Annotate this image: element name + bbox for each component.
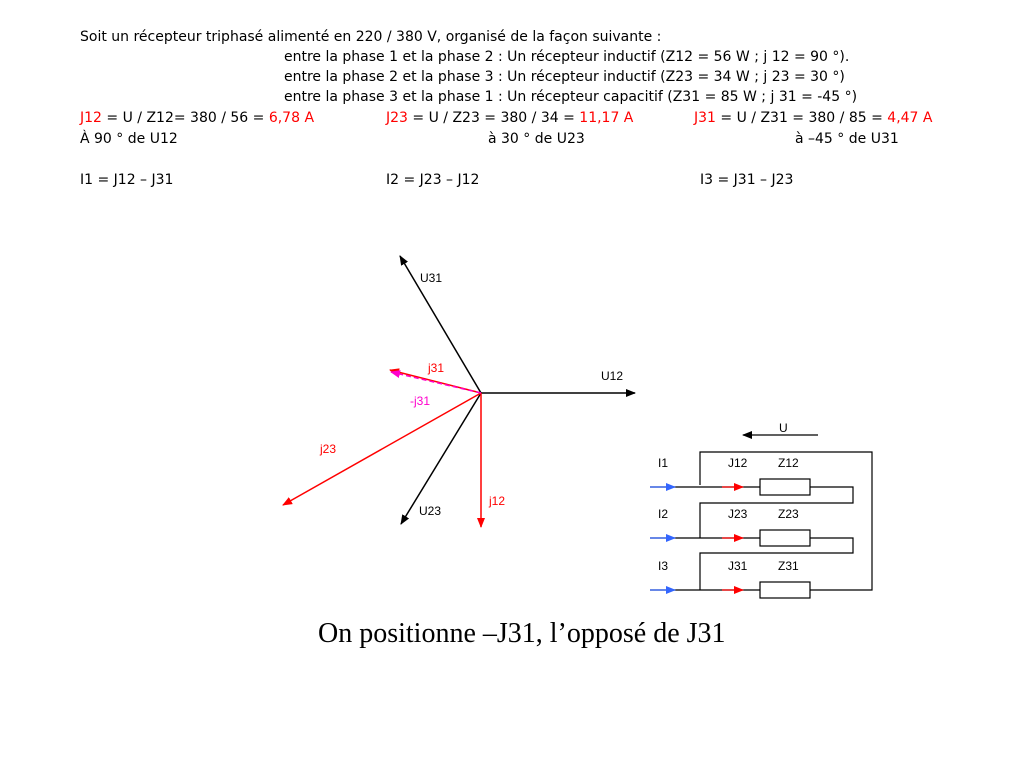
- i2-label: I2: [658, 507, 668, 521]
- j12-branch-label: J12: [728, 456, 748, 470]
- calc-j23: J23 = U / Z23 = 380 / 34 = 11,17 A: [386, 111, 633, 125]
- equation-i2: I2 = J23 – J12: [386, 172, 480, 188]
- i3-label: I3: [658, 559, 668, 573]
- equation-i1: I1 = J12 – J31: [80, 172, 174, 188]
- j31-branch-label: J31: [728, 559, 748, 573]
- neg-j31-label: -j31: [410, 394, 430, 408]
- z23-resistor: [759, 529, 811, 547]
- j31-label: j31: [427, 361, 444, 375]
- condition-line-12: entre la phase 1 et la phase 2 : Un réce…: [284, 49, 850, 65]
- circuit-diagram: [650, 431, 873, 599]
- angle-j31: à –45 ° de U31: [795, 131, 899, 147]
- calc-j23-value: 11,17 A: [579, 110, 634, 126]
- j23-vector: [282, 392, 482, 506]
- slide-caption: On positionne –J31, l’opposé de J31: [318, 618, 726, 649]
- z23-label: Z23: [778, 507, 799, 521]
- i1-label: I1: [658, 456, 668, 470]
- j12-label: j12: [488, 494, 505, 508]
- calc-j12: J12 = U / Z12= 380 / 56 = 6,78 A: [80, 111, 314, 125]
- calc-j23-expr: = U / Z23 = 380 / 34 =: [407, 110, 580, 126]
- top-wire: [650, 451, 873, 591]
- angle-j23: à 30 ° de U23: [488, 131, 585, 147]
- u31-vector: [399, 255, 482, 394]
- condition-line-23: entre la phase 2 et la phase 3 : Un réce…: [284, 69, 845, 85]
- z31-resistor: [759, 581, 811, 599]
- j31-vector: [389, 368, 482, 394]
- calc-j31: J31 = U / Z31 = 380 / 85 = 4,47 A: [694, 111, 932, 125]
- calc-j12-expr: = U / Z12= 380 / 56 =: [101, 110, 269, 126]
- j23-label: j23: [319, 442, 336, 456]
- phasor-diagram: U31 U12 U23 j31 -j31 j23 j12: [282, 255, 636, 528]
- u12-label: U12: [601, 369, 623, 383]
- calc-j12-value: 6,78 A: [268, 110, 315, 126]
- calc-j12-label: J12: [80, 110, 102, 126]
- condition-line-31: entre la phase 3 et la phase 1 : Un réce…: [284, 89, 858, 105]
- u23-vector: [400, 392, 482, 525]
- row1-output-line: [699, 486, 854, 538]
- row2-output-line: [699, 537, 854, 590]
- calc-j23-label: J23: [386, 110, 408, 126]
- u31-label: U31: [420, 271, 442, 285]
- z12-label: Z12: [778, 456, 799, 470]
- angle-j12: À 90 ° de U12: [80, 131, 178, 147]
- u23-label: U23: [419, 504, 441, 518]
- circuit-arrows: [650, 483, 744, 594]
- j23-branch-label: J23: [728, 507, 748, 521]
- equation-i3: I3 = J31 – J23: [700, 172, 794, 188]
- z31-label: Z31: [778, 559, 799, 573]
- calc-j31-expr: = U / Z31 = 380 / 85 =: [715, 110, 888, 126]
- calc-j31-label: J31: [694, 110, 716, 126]
- z12-resistor: [759, 478, 811, 496]
- intro-line: Soit un récepteur triphasé alimenté en 2…: [80, 29, 662, 45]
- u-label: U: [779, 421, 788, 435]
- circuit-labels: U I1 J12 Z12 I2 J23 Z23 I3 J31 Z31: [658, 421, 799, 573]
- calc-j31-value: 4,47 A: [887, 110, 933, 126]
